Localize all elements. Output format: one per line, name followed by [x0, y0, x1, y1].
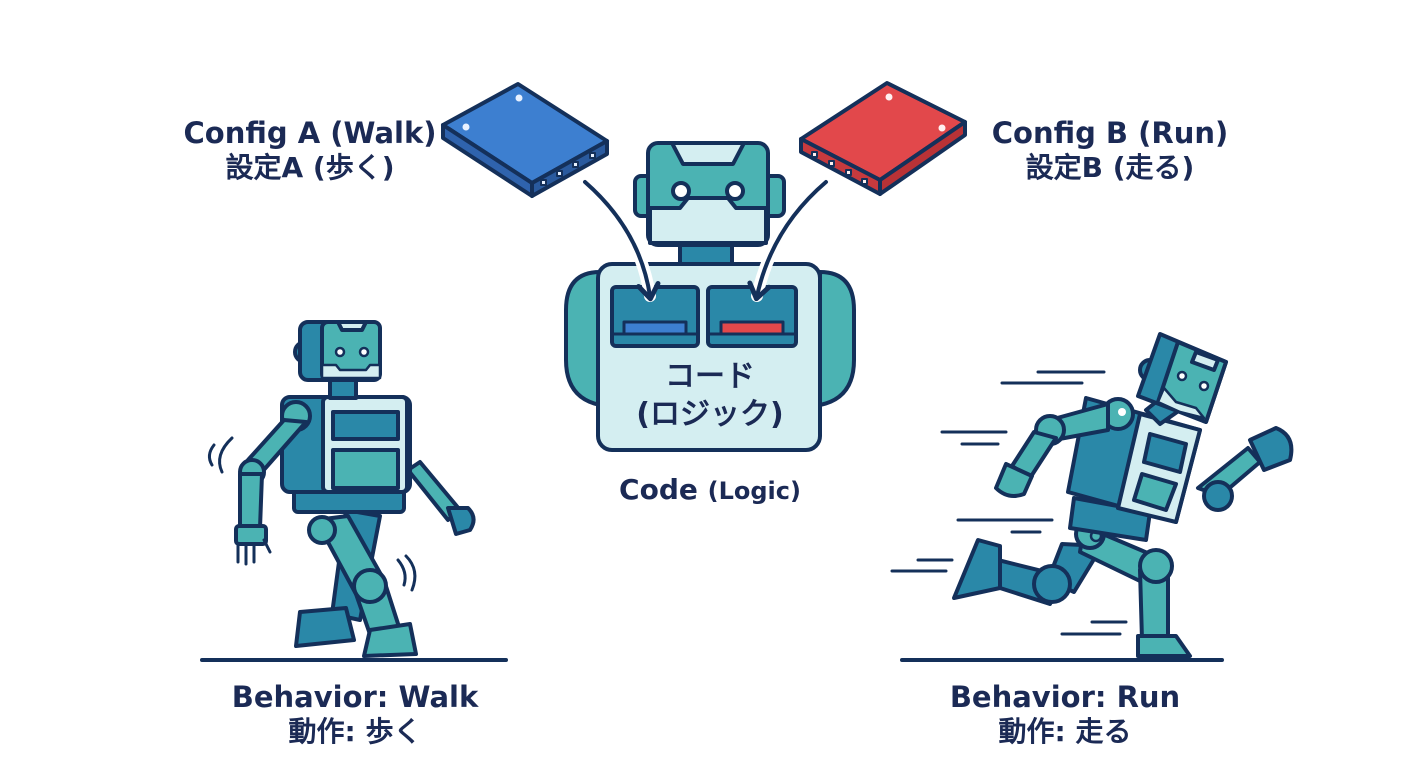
- config-a-label: Config A (Walk) 設定A (歩く): [160, 116, 460, 184]
- behavior-walk-title-en: Behavior: Walk: [231, 680, 479, 714]
- code-body-line1: コード: [665, 359, 755, 394]
- config-a-title-en: Config A (Walk): [183, 116, 437, 150]
- config-b-chip-icon: [799, 81, 967, 196]
- config-a-chip-icon: [441, 82, 609, 198]
- config-b-arrow-icon: [747, 176, 832, 302]
- code-label: Code (Logic): [560, 473, 860, 506]
- code-label-main: Code: [619, 473, 698, 506]
- config-b-label: Config B (Run) 設定B (走る): [975, 116, 1245, 184]
- config-b-title-ja: 設定B (走る): [1025, 150, 1195, 184]
- behavior-walk-label: Behavior: Walk 動作: 歩く: [200, 680, 510, 748]
- code-label-sub: (Logic): [707, 477, 801, 505]
- behavior-walk-title-ja: 動作: 歩く: [288, 714, 422, 748]
- code-body-line2: (ロジック): [636, 396, 784, 432]
- behavior-run-title-en: Behavior: Run: [949, 680, 1181, 714]
- behavior-run-label: Behavior: Run 動作: 走る: [905, 680, 1225, 748]
- code-robot-icon: [564, 141, 856, 452]
- config-a-arrow-icon: [579, 176, 661, 302]
- config-b-title-en: Config B (Run): [991, 116, 1229, 150]
- code-robot-body-text: コード (ロジック): [600, 358, 820, 433]
- behavior-run-title-ja: 動作: 走る: [998, 714, 1132, 748]
- running-robot-icon: [890, 332, 1294, 662]
- walking-robot-icon: [200, 320, 508, 662]
- config-a-title-ja: 設定A (歩く): [225, 150, 395, 184]
